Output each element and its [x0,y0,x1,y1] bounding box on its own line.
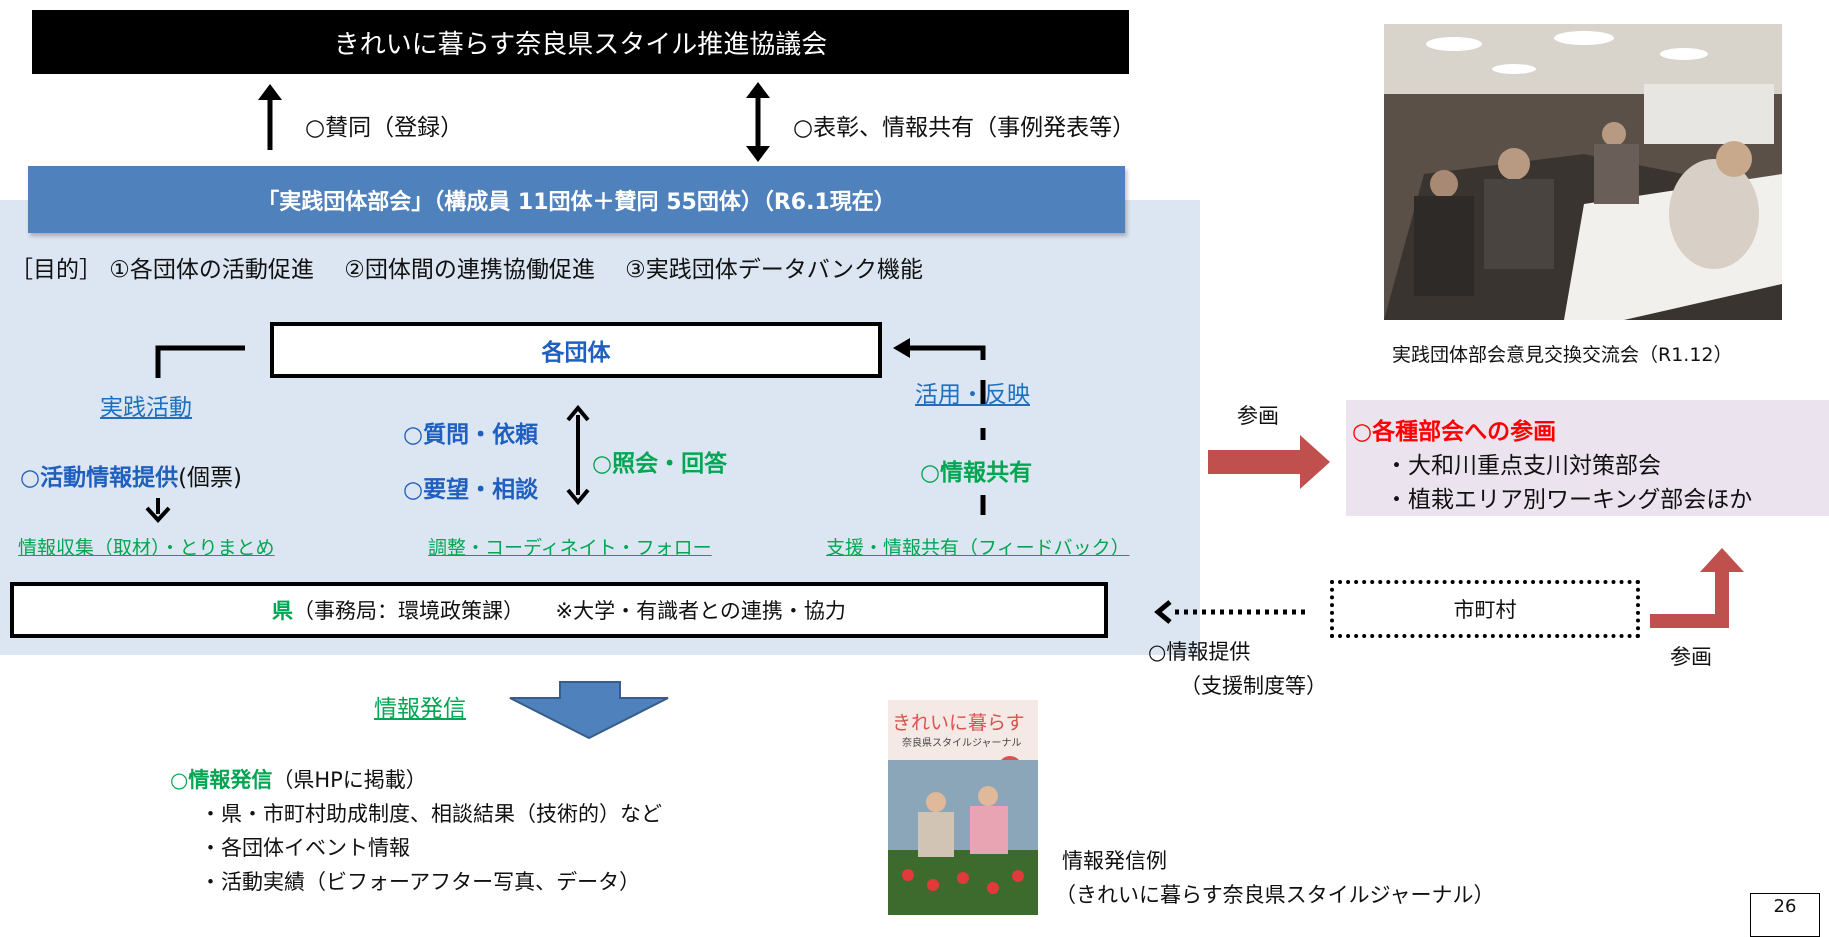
participation-arrow-up [1650,548,1744,628]
photo-caption: 実践団体部会意見交換交流会（R1.12） [1392,344,1733,366]
subcommittee-panel [0,200,1200,655]
info-provide-sub: （支援制度等） [1180,674,1327,698]
journal-cover-title: きれいに暮らす [892,712,1025,734]
utilize-label: 活用・反映 [915,382,1030,408]
info-share-label: ○情報共有 [920,460,1033,486]
dissemination-arrow [509,681,669,740]
subcommittee-bar: 「実践団体部会」（構成員 11団体＋賛同 55団体）（R6.1現在） [28,166,1125,233]
prefecture-label: 県 [272,599,294,623]
journal-cover: きれいに暮らす 奈良県スタイルジャーナル 26 [888,700,1038,915]
participation-label-bottom: 参画 [1670,645,1712,669]
committee-item-1: ・大和川重点支川対策部会 [1385,453,1661,479]
activity-info-provide-bold: ○活動情報提供 [20,465,179,491]
committee-item-2: ・植栽エリア別ワーキング部会ほか [1385,487,1753,513]
subcommittee-title: 「実践団体部会」（構成員 11団体＋賛同 55団体）（R6.1現在） [257,189,896,215]
activity-info-provide-rest: (個票) [178,465,243,491]
approval-label: ○賛同（登録） [305,115,464,141]
question-label: ○質問・依頼 [403,422,539,448]
dissemination-item-1: ・県・市町村助成制度、相談結果（技術的）など [200,802,662,826]
info-provide-label: ○情報提供 [1148,640,1251,664]
practice-activity-label: 実践活動 [100,395,192,421]
prefecture-bar: 県（事務局：環境政策課） ※大学・有識者との連携・協力 [10,582,1108,638]
journal-cover-subtitle: 奈良県スタイルジャーナル [902,738,1022,749]
participation-label-top: 参画 [1237,404,1279,428]
feedback-connector [905,345,986,360]
council-title-bar: きれいに暮らす奈良県スタイル推進協議会 [32,10,1129,74]
prefecture-text: 県（事務局：環境政策課） ※大学・有識者との連携・協力 [272,595,846,625]
dissemination-title: ○情報発信（県HPに掲載） [170,764,427,794]
meeting-photo [1384,24,1782,320]
dissemination-title-bold: ○情報発信 [170,768,273,792]
page-number: 26 [1750,893,1820,937]
journal-example-label: 情報発信例 [1062,849,1167,873]
committees-title: ○各種部会への参画 [1352,419,1557,445]
municipality-box: 市町村 [1330,580,1640,638]
council-title: きれいに暮らす奈良県スタイル推進協議会 [333,29,828,60]
journal-example-sub: （きれいに暮らす奈良県スタイルジャーナル） [1055,883,1495,907]
groups-label: 各団体 [541,340,611,366]
purpose-text: ［目的］ ①各団体の活動促進 ②団体間の連携協働促進 ③実践団体データバンク機能 [10,257,923,283]
support-feedback-label: 支援・情報共有（フィードバック） [826,537,1130,559]
dissemination-item-2: ・各団体イベント情報 [200,836,410,860]
coordinate-label: 調整・コーディネイト・フォロー [428,537,712,559]
journal-cover-photo [888,760,1038,915]
connector-arrows [145,82,1744,740]
participation-arrow-right [1208,435,1330,489]
request-label: ○要望・相談 [403,477,539,503]
committees-box [1346,400,1829,516]
activity-info-provide: ○活動情報提供(個票) [20,458,242,492]
dissemination-label: 情報発信 [374,696,466,722]
prefecture-office: （事務局：環境政策課） ※大学・有識者との連携・協力 [293,599,846,623]
dissemination-title-rest: （県HPに掲載） [272,768,427,792]
dissemination-item-3: ・活動実績（ビフォーアフター写真、データ） [200,870,641,894]
award-label: ○表彰、情報共有（事例発表等） [793,115,1136,141]
info-collect-label: 情報収集（取材）・とりまとめ [18,537,275,559]
reply-label: ○照会・回答 [592,451,728,477]
groups-box: 各団体 [270,322,882,378]
municipality-label: 市町村 [1453,598,1517,622]
practice-connector [155,345,245,378]
